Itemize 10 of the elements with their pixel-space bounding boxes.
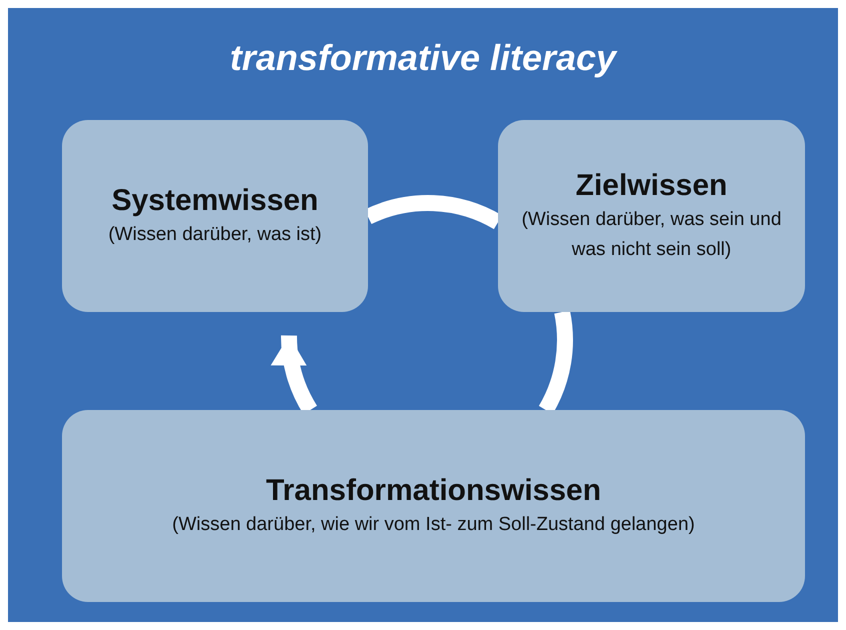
diagram-title: transformative literacy — [228, 36, 618, 80]
box-heading: Systemwissen — [112, 183, 318, 219]
box-description: (Wissen darüber, was ist) — [108, 223, 322, 247]
knowledge-box — [62, 120, 368, 312]
knowledge-box — [498, 120, 805, 312]
box-description: (Wissen darüber, wie wir vom Ist- zum Soll-Zustand gelangen) — [172, 513, 695, 537]
box-description: (Wissen darüber, was sein und was nicht sein soll) — [522, 208, 782, 262]
knowledge-box — [62, 410, 805, 602]
box-heading: Transformationswissen — [266, 473, 602, 509]
box-heading: Zielwissen — [576, 168, 728, 204]
